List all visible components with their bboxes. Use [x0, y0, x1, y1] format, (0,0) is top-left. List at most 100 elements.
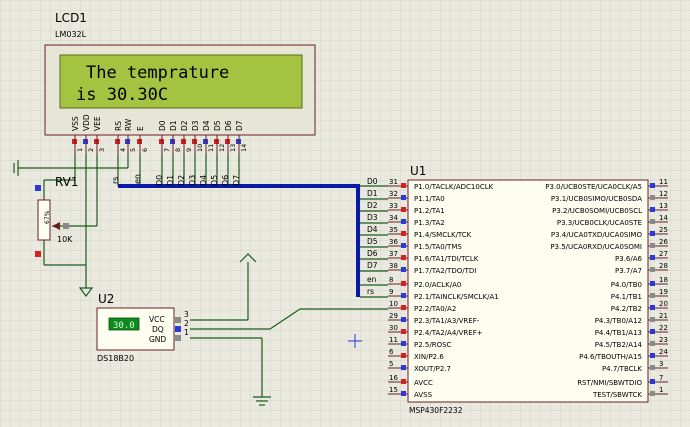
- pot-pin-wiper[interactable]: [63, 223, 69, 229]
- mcu-pin-r-14[interactable]: [650, 219, 655, 224]
- mcu-pin-r-28[interactable]: [650, 267, 655, 272]
- lcd-screen: [59, 54, 303, 109]
- mcu-pin-num-r-12: 12: [659, 190, 668, 198]
- mcu-pin-38[interactable]: [401, 267, 406, 272]
- lcd-pin-num-14: 14: [240, 144, 248, 152]
- mcu-pin-r-21[interactable]: [650, 317, 655, 322]
- sensor-pin-gnd[interactable]: [175, 335, 181, 341]
- mcu-pin-6[interactable]: [401, 353, 406, 358]
- mcu-pin-r-24[interactable]: [650, 353, 655, 358]
- lcd-net-labels: rs en D0 D1 D2 D3 D4 D5 D6 D7: [111, 174, 241, 186]
- mcu-pin-r-11[interactable]: [650, 183, 655, 188]
- lcd-component[interactable]: LCD1 LM032L The temprature is 30.30C VSS…: [44, 11, 316, 154]
- mcu-pin-name-r-1: TEST/SBWTCK: [592, 391, 642, 399]
- mcu-pin-r-20[interactable]: [650, 305, 655, 310]
- mcu-pin-30[interactable]: [401, 329, 406, 334]
- lcd-pin-num-13: 13: [229, 144, 237, 152]
- mcu-net-label-d0: D0: [367, 177, 378, 186]
- mcu-pin-num-r-28: 28: [659, 262, 668, 270]
- mcu-pin-8[interactable]: [401, 281, 406, 286]
- mcu-pin-name-r-22: P4.4/TB1/A13: [595, 329, 642, 337]
- mcu-pin-r-23[interactable]: [650, 341, 655, 346]
- pot-ref: RV1: [55, 175, 79, 189]
- mcu-pin-name-36: P1.5/TA0/TMS: [414, 243, 462, 251]
- lcd-model: LM032L: [55, 30, 87, 39]
- mcu-pin-r-26[interactable]: [650, 243, 655, 248]
- mcu-pin-r-3[interactable]: [650, 365, 655, 370]
- mcu-pin-r-12[interactable]: [650, 195, 655, 200]
- mcu-pin-name-r-13: P3.2/UCB0SOMI/UCB0SCL: [552, 207, 642, 215]
- sensor-pin-vcc-label: VCC: [149, 315, 165, 324]
- mcu-pin-name-r-23: P4.5/TB2/A14: [595, 341, 643, 349]
- mcu-pin-r-22[interactable]: [650, 329, 655, 334]
- mcu-pin-11[interactable]: [401, 341, 406, 346]
- mcu-pin-r-25[interactable]: [650, 231, 655, 236]
- mcu-pin-31[interactable]: [401, 183, 406, 188]
- lcd-pin-num-12: 12: [218, 144, 226, 152]
- mcu-pin-num-r-7: 7: [659, 374, 663, 382]
- mcu-model: MSP430F2232: [409, 406, 463, 415]
- mcu-pin-r-27[interactable]: [650, 255, 655, 260]
- mcu-pin-r-13[interactable]: [650, 207, 655, 212]
- sensor-pin-vcc[interactable]: [175, 317, 181, 323]
- mcu-pin-r-7[interactable]: [650, 379, 655, 384]
- mcu-pin-name-r-14: P3.3/UCB0CLK/UCA0STE: [557, 219, 642, 227]
- mcu-pin-num-5: 5: [389, 360, 393, 368]
- mcu-pin-num-r-24: 24: [659, 348, 668, 356]
- sensor-pin-dq-label: DQ: [152, 325, 164, 334]
- pot-pin-bottom[interactable]: [35, 251, 41, 257]
- mcu-pin-num-r-18: 18: [659, 276, 668, 284]
- mcu-pin-36[interactable]: [401, 243, 406, 248]
- potentiometer-component[interactable]: RV1 67% 10K: [35, 175, 79, 257]
- sensor-pin-dq[interactable]: [175, 326, 181, 332]
- mcu-pin-num-r-3: 3: [659, 360, 663, 368]
- mcu-pin-num-15: 15: [389, 386, 398, 394]
- mcu-pin-33[interactable]: [401, 207, 406, 212]
- mcu-pin-35[interactable]: [401, 231, 406, 236]
- mcu-pin-num-r-23: 23: [659, 336, 668, 344]
- mcu-pin-10[interactable]: [401, 305, 406, 310]
- mcu-pin-16[interactable]: [401, 379, 406, 384]
- mcu-pin-num-r-19: 19: [659, 288, 668, 296]
- mcu-pin-name-r-7: RST/NMI/SBWTDIO: [577, 379, 642, 387]
- mcu-pin-num-r-14: 14: [659, 214, 668, 222]
- mcu-pin-r-18[interactable]: [650, 281, 655, 286]
- mcu-net-label-d7: D7: [367, 261, 378, 270]
- mcu-pin-29[interactable]: [401, 317, 406, 322]
- lcd-pin-label-vee: VEE: [93, 116, 102, 131]
- lcd-pin-num-2: 2: [87, 148, 95, 152]
- mcu-pin-num-6: 6: [389, 348, 394, 356]
- lcd-pin-num-11: 11: [207, 144, 215, 152]
- mcu-pin-num-16: 16: [389, 374, 398, 382]
- sensor-model: DS18B20: [97, 354, 134, 363]
- sensor-pin-gnd-label: GND: [149, 335, 166, 344]
- mcu-pin-name-30: P2.4/TA2/A4/VREF+: [414, 329, 483, 337]
- sensor-component[interactable]: U2 30.0 VCC DQ GND 3 2 1 DS18B20: [96, 292, 189, 363]
- pot-pin-top[interactable]: [35, 185, 41, 191]
- mcu-net-label-d4: D4: [367, 225, 378, 234]
- lcd-pin-label-e: E: [136, 126, 145, 131]
- mcu-pin-9[interactable]: [401, 293, 406, 298]
- mcu-pin-5[interactable]: [401, 365, 406, 370]
- mcu-pin-r-1[interactable]: [650, 391, 655, 396]
- mcu-pin-name-6: XIN/P2.6: [414, 353, 444, 361]
- sensor-pin-dq-num: 2: [184, 319, 189, 328]
- mcu-pin-32[interactable]: [401, 195, 406, 200]
- lcd-pin-label-vss: VSS: [71, 116, 80, 131]
- mcu-pin-name-34: P1.3/TA2: [414, 219, 445, 227]
- lcd-pin-label-d6: D6: [224, 120, 233, 131]
- mcu-pin-15[interactable]: [401, 391, 406, 396]
- mcu-pin-num-31: 31: [389, 178, 398, 186]
- mcu-pin-r-19[interactable]: [650, 293, 655, 298]
- lcd-pin-num-6: 6: [141, 148, 149, 152]
- power-arrow-icon: [239, 253, 257, 263]
- net-label-d2: D2: [177, 175, 186, 186]
- mcu-pin-num-8: 8: [389, 276, 393, 284]
- mcu-pin-37[interactable]: [401, 255, 406, 260]
- mcu-pin-34[interactable]: [401, 219, 406, 224]
- sensor-ref: U2: [98, 292, 114, 306]
- pot-body-text: 67%: [44, 210, 51, 224]
- mcu-pin-num-r-11: 11: [659, 178, 668, 186]
- mcu-pin-num-r-1: 1: [659, 386, 663, 394]
